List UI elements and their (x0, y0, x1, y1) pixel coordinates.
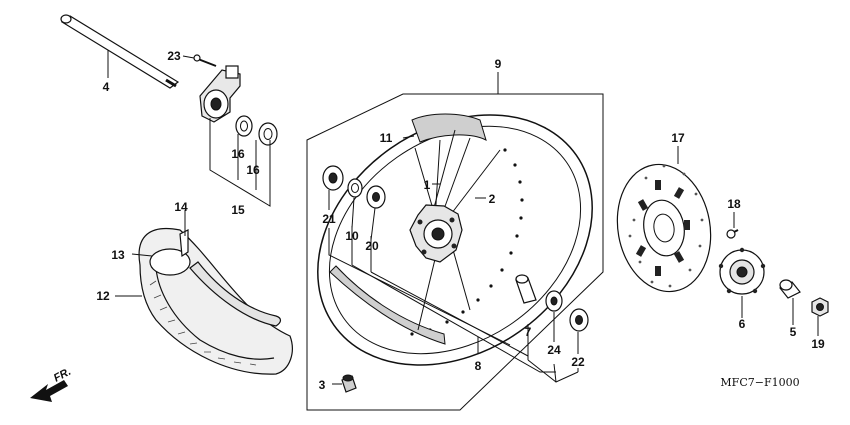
wheel-bearing-right (545, 290, 563, 312)
distance-collar (515, 274, 537, 304)
callout-1: 1 (424, 178, 431, 192)
callout-4: 4 (103, 80, 110, 94)
callout-16a: 16 (231, 147, 245, 161)
disc-bolt (726, 229, 739, 239)
wheel-bearing-left (322, 165, 344, 191)
callout-15: 15 (231, 203, 245, 217)
callout-7: 7 (525, 325, 532, 339)
callout-22: 22 (571, 355, 585, 369)
valve-cap (341, 374, 357, 393)
gearbox-retainer (235, 115, 253, 137)
callout-3: 3 (319, 378, 326, 392)
gearbox-seal (258, 122, 278, 146)
dust-seal (347, 178, 363, 198)
rim-band (329, 113, 487, 345)
front-arrow-icon (30, 380, 68, 402)
brake-disc (616, 163, 712, 293)
inner-tube (149, 229, 282, 327)
callout-19: 19 (811, 337, 825, 351)
callout-10: 10 (345, 229, 359, 243)
callout-13: 13 (111, 248, 125, 262)
callout-20: 20 (365, 239, 379, 253)
side-collar (779, 279, 801, 299)
callout-2: 2 (489, 192, 496, 206)
front-axle (60, 14, 180, 89)
callout-6: 6 (739, 317, 746, 331)
callout-12: 12 (96, 289, 110, 303)
side-hub (718, 247, 766, 295)
gearbox-leader-lines (209, 118, 271, 207)
callout-21: 21 (322, 212, 336, 226)
callout-16b: 16 (246, 163, 260, 177)
callout-24: 24 (547, 343, 561, 357)
callout-leaders (107, 50, 819, 385)
callout-5: 5 (790, 325, 797, 339)
callout-8: 8 (475, 359, 482, 373)
callout-14: 14 (174, 200, 188, 214)
wheel-bearing-center (366, 185, 386, 209)
diagram-code: MFC7−F1000 (720, 376, 799, 389)
wheel-hub (409, 129, 501, 331)
callout-18: 18 (727, 197, 741, 211)
callout-23: 23 (167, 49, 181, 63)
wheel-assembly-frame (306, 72, 604, 411)
callout-11: 11 (380, 131, 393, 145)
callout-17: 17 (671, 131, 685, 145)
callout-labels: 4 23 16 16 15 9 11 1 2 21 10 20 14 13 12… (96, 49, 825, 392)
callout-9: 9 (495, 57, 502, 71)
speedometer-gearbox (199, 65, 241, 123)
speedometer-screw (193, 54, 217, 67)
front-direction-label: FR. (52, 366, 73, 385)
dust-seal-right (569, 308, 589, 332)
axle-nut (811, 297, 829, 317)
